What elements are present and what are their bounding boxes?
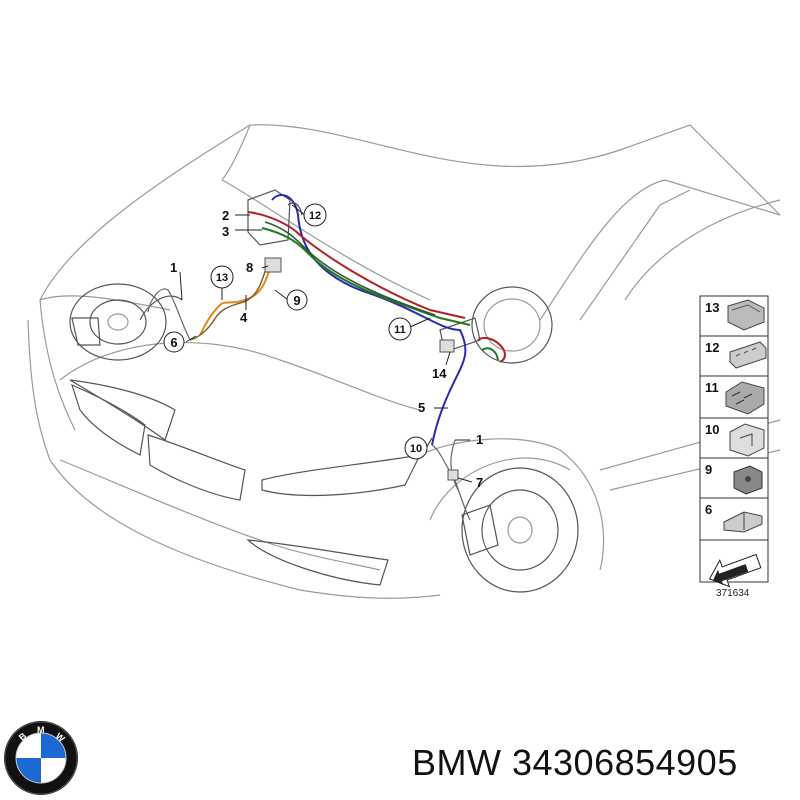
small-components [264, 257, 459, 481]
legend-item-9: 9 [705, 462, 763, 495]
svg-text:6: 6 [705, 502, 712, 517]
callouts: 1 2 3 4 5 6 7 8 9 10 11 12 13 14 [163, 203, 483, 490]
svg-text:9: 9 [293, 293, 300, 308]
callout-9: 9 [286, 289, 308, 311]
svg-text:6: 6 [170, 335, 177, 350]
svg-text:12: 12 [705, 340, 719, 355]
callout-10: 10 [404, 436, 428, 460]
callout-7: 7 [476, 475, 483, 490]
svg-text:11: 11 [394, 324, 406, 336]
svg-text:13: 13 [216, 272, 228, 284]
callout-5: 5 [418, 400, 425, 415]
bmw-logo: B M W [4, 721, 78, 795]
abs-module [247, 189, 291, 246]
svg-text:13: 13 [705, 300, 719, 315]
legend-item-11: 11 [705, 380, 765, 415]
svg-text:10: 10 [705, 422, 719, 437]
callout-12: 12 [303, 203, 327, 227]
legend-item-10: 10 [705, 422, 765, 457]
callout-2: 2 [222, 208, 229, 223]
callout-11: 11 [388, 317, 412, 341]
legend-item-6: 6 [705, 502, 763, 533]
legend-item-12: 12 [705, 340, 767, 369]
parts-legend: 13 12 11 10 9 6 [699, 295, 769, 599]
callout-13: 13 [210, 265, 234, 289]
callout-4: 4 [240, 310, 248, 325]
svg-text:M: M [37, 725, 45, 735]
reference-code: 371634 [716, 588, 750, 599]
svg-text:B: B [17, 730, 29, 742]
part-caption: BMW 34306854905 [412, 742, 738, 783]
right-brake-disc [461, 467, 579, 593]
callout-6: 6 [163, 331, 185, 353]
callout-8: 8 [246, 260, 253, 275]
car-body-outline [27, 124, 781, 599]
svg-text:11: 11 [705, 380, 719, 395]
svg-text:9: 9 [705, 462, 712, 477]
brake-booster [439, 286, 553, 364]
callout-1-right: 1 [476, 432, 483, 447]
direction-arrow-icon [708, 553, 762, 588]
callout-3: 3 [222, 224, 229, 239]
svg-text:12: 12 [309, 210, 321, 222]
legend-item-13: 13 [705, 299, 765, 331]
leader-lines [179, 204, 473, 483]
left-brake-disc [69, 283, 183, 361]
callout-1-left: 1 [170, 260, 177, 275]
svg-text:10: 10 [410, 443, 422, 455]
callout-14: 14 [432, 366, 447, 381]
